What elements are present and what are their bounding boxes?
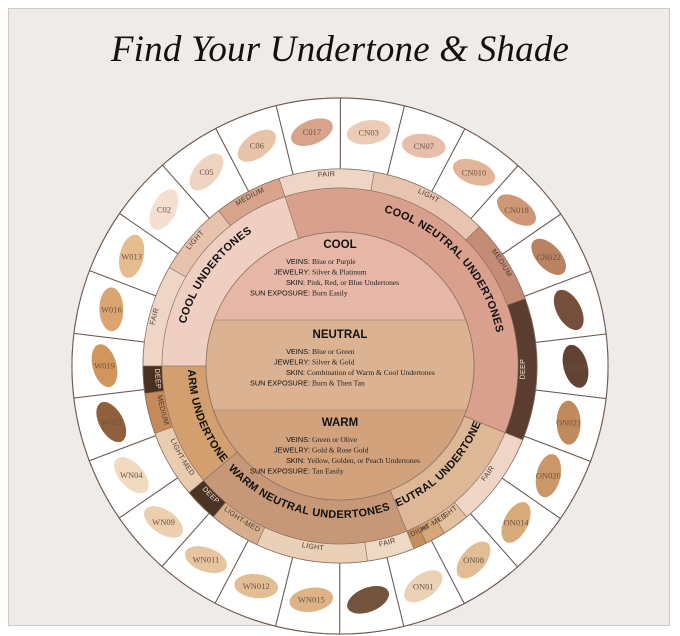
shade-swatch xyxy=(91,344,118,388)
depth-label: DEEP xyxy=(518,359,527,380)
shade-swatch xyxy=(289,587,334,613)
shade-code-label: ON01 xyxy=(413,581,434,591)
cool-detail-value: Silver & Platinum xyxy=(312,268,367,277)
neutral-detail-key: SUN EXPOSURE: xyxy=(250,379,310,388)
depth-ring: FAIRLIGHTMEDIUMFAIRLIGHTMEDIUMDEEPFAIRLI… xyxy=(142,168,538,564)
shade-swatch xyxy=(144,506,184,538)
shade-swatch xyxy=(535,454,562,498)
warm-detail-key: JEWELRY: xyxy=(274,446,310,455)
shade-code-label: WN011 xyxy=(193,555,220,565)
warm-detail-value: Gold & Rose Gold xyxy=(312,446,369,455)
shade-swatch xyxy=(501,502,531,543)
shade-code-label: WN04 xyxy=(120,470,143,480)
warm-detail-value: Green or Olive xyxy=(312,435,358,444)
shade-swatch xyxy=(531,238,566,275)
depth-label: FAIR xyxy=(317,169,335,179)
depth-label: DEEP xyxy=(153,368,163,389)
shade-code-label: C06 xyxy=(250,141,264,151)
shade-swatch xyxy=(234,573,279,599)
warm-detail-key: SUN EXPOSURE: xyxy=(250,467,310,476)
shade-swatch xyxy=(401,133,446,159)
shade-code-label: W013 xyxy=(121,251,142,261)
shade-code-label: CN010 xyxy=(462,167,487,177)
warm-detail-key: SKIN: xyxy=(286,456,305,465)
warm-detail-value: Yellow, Golden, or Peach Undertones xyxy=(307,456,420,465)
shade-swatch xyxy=(553,289,584,331)
shade-swatch xyxy=(496,194,536,226)
shade-code-label: CN025 xyxy=(556,305,581,315)
shade-code-label: W016 xyxy=(101,304,122,314)
shade-swatch xyxy=(96,401,127,443)
shade-swatch xyxy=(99,287,124,332)
shade-code-label: W023 xyxy=(101,417,122,427)
warm-detail-value: Tan Easily xyxy=(312,467,344,476)
neutral-section xyxy=(206,320,474,410)
shade-swatch xyxy=(347,585,389,614)
depth-label: LIGHT xyxy=(301,540,325,552)
neutral-detail-value: Burn & Then Tan xyxy=(312,379,365,388)
cool-detail-value: Pink, Red, or Blue Undertones xyxy=(307,278,399,287)
shade-swatch xyxy=(114,457,149,494)
shade-swatch xyxy=(452,158,496,186)
shade-swatch xyxy=(556,400,581,445)
cool-detail-key: VEINS: xyxy=(286,257,310,266)
shade-code-label: C05 xyxy=(199,167,213,177)
neutral-detail-value: Silver & Gold xyxy=(312,358,355,367)
cool-detail-value: Blue or Purple xyxy=(312,257,356,266)
shade-code-label: C017 xyxy=(303,127,321,137)
cool-detail-value: Burn Easily xyxy=(312,289,348,298)
neutral-heading: NEUTRAL xyxy=(313,329,368,341)
page-title: Find Your Undertone & Shade xyxy=(110,29,570,70)
shade-swatch xyxy=(562,344,589,388)
shade-swatch xyxy=(346,119,391,145)
neutral-detail-key: VEINS: xyxy=(286,347,310,356)
shade-code-label: CN026 xyxy=(563,361,588,371)
shade-swatch xyxy=(118,234,145,278)
shade-code-label: W019 xyxy=(94,361,115,371)
shade-code-label: WN024 xyxy=(355,595,383,605)
shade-swatch xyxy=(184,546,228,574)
shade-code-label: ON021 xyxy=(556,418,581,428)
shade-code-label: CN07 xyxy=(414,141,434,151)
shade-code-label: WN012 xyxy=(243,581,270,591)
shade-code-label: CN03 xyxy=(359,127,379,137)
neutral-detail-value: Blue or Green xyxy=(312,347,355,356)
shade-code-label: WN09 xyxy=(152,517,175,527)
shade-code-label: ON020 xyxy=(536,471,561,481)
shade-swatch xyxy=(237,129,276,162)
neutral-detail-value: Combination of Warm & Cool Undertones xyxy=(307,368,435,377)
warm-detail-key: VEINS: xyxy=(286,435,310,444)
shade-swatch xyxy=(456,541,491,579)
shade-code-label: ON08 xyxy=(463,555,484,565)
shade-swatch xyxy=(189,153,224,191)
shade-code-label: C02 xyxy=(157,205,171,215)
shade-code-label: CN018 xyxy=(504,205,529,215)
shade-code-label: WN015 xyxy=(298,595,325,605)
shade-swatch xyxy=(404,570,443,603)
shade-code-label: CN022 xyxy=(536,252,561,262)
cool-detail-key: SUN EXPOSURE: xyxy=(250,289,310,298)
depth-label: FAIR xyxy=(148,307,161,326)
warm-heading: WARM xyxy=(322,417,358,429)
shade-swatch xyxy=(149,189,179,230)
shade-code-label: ON014 xyxy=(504,517,530,527)
shade-swatch xyxy=(291,118,333,147)
neutral-detail-key: SKIN: xyxy=(286,368,305,377)
cool-heading: COOL xyxy=(323,239,356,251)
cool-detail-key: SKIN: xyxy=(286,278,305,287)
cool-detail-key: JEWELRY: xyxy=(274,268,310,277)
neutral-detail-key: JEWELRY: xyxy=(274,358,310,367)
